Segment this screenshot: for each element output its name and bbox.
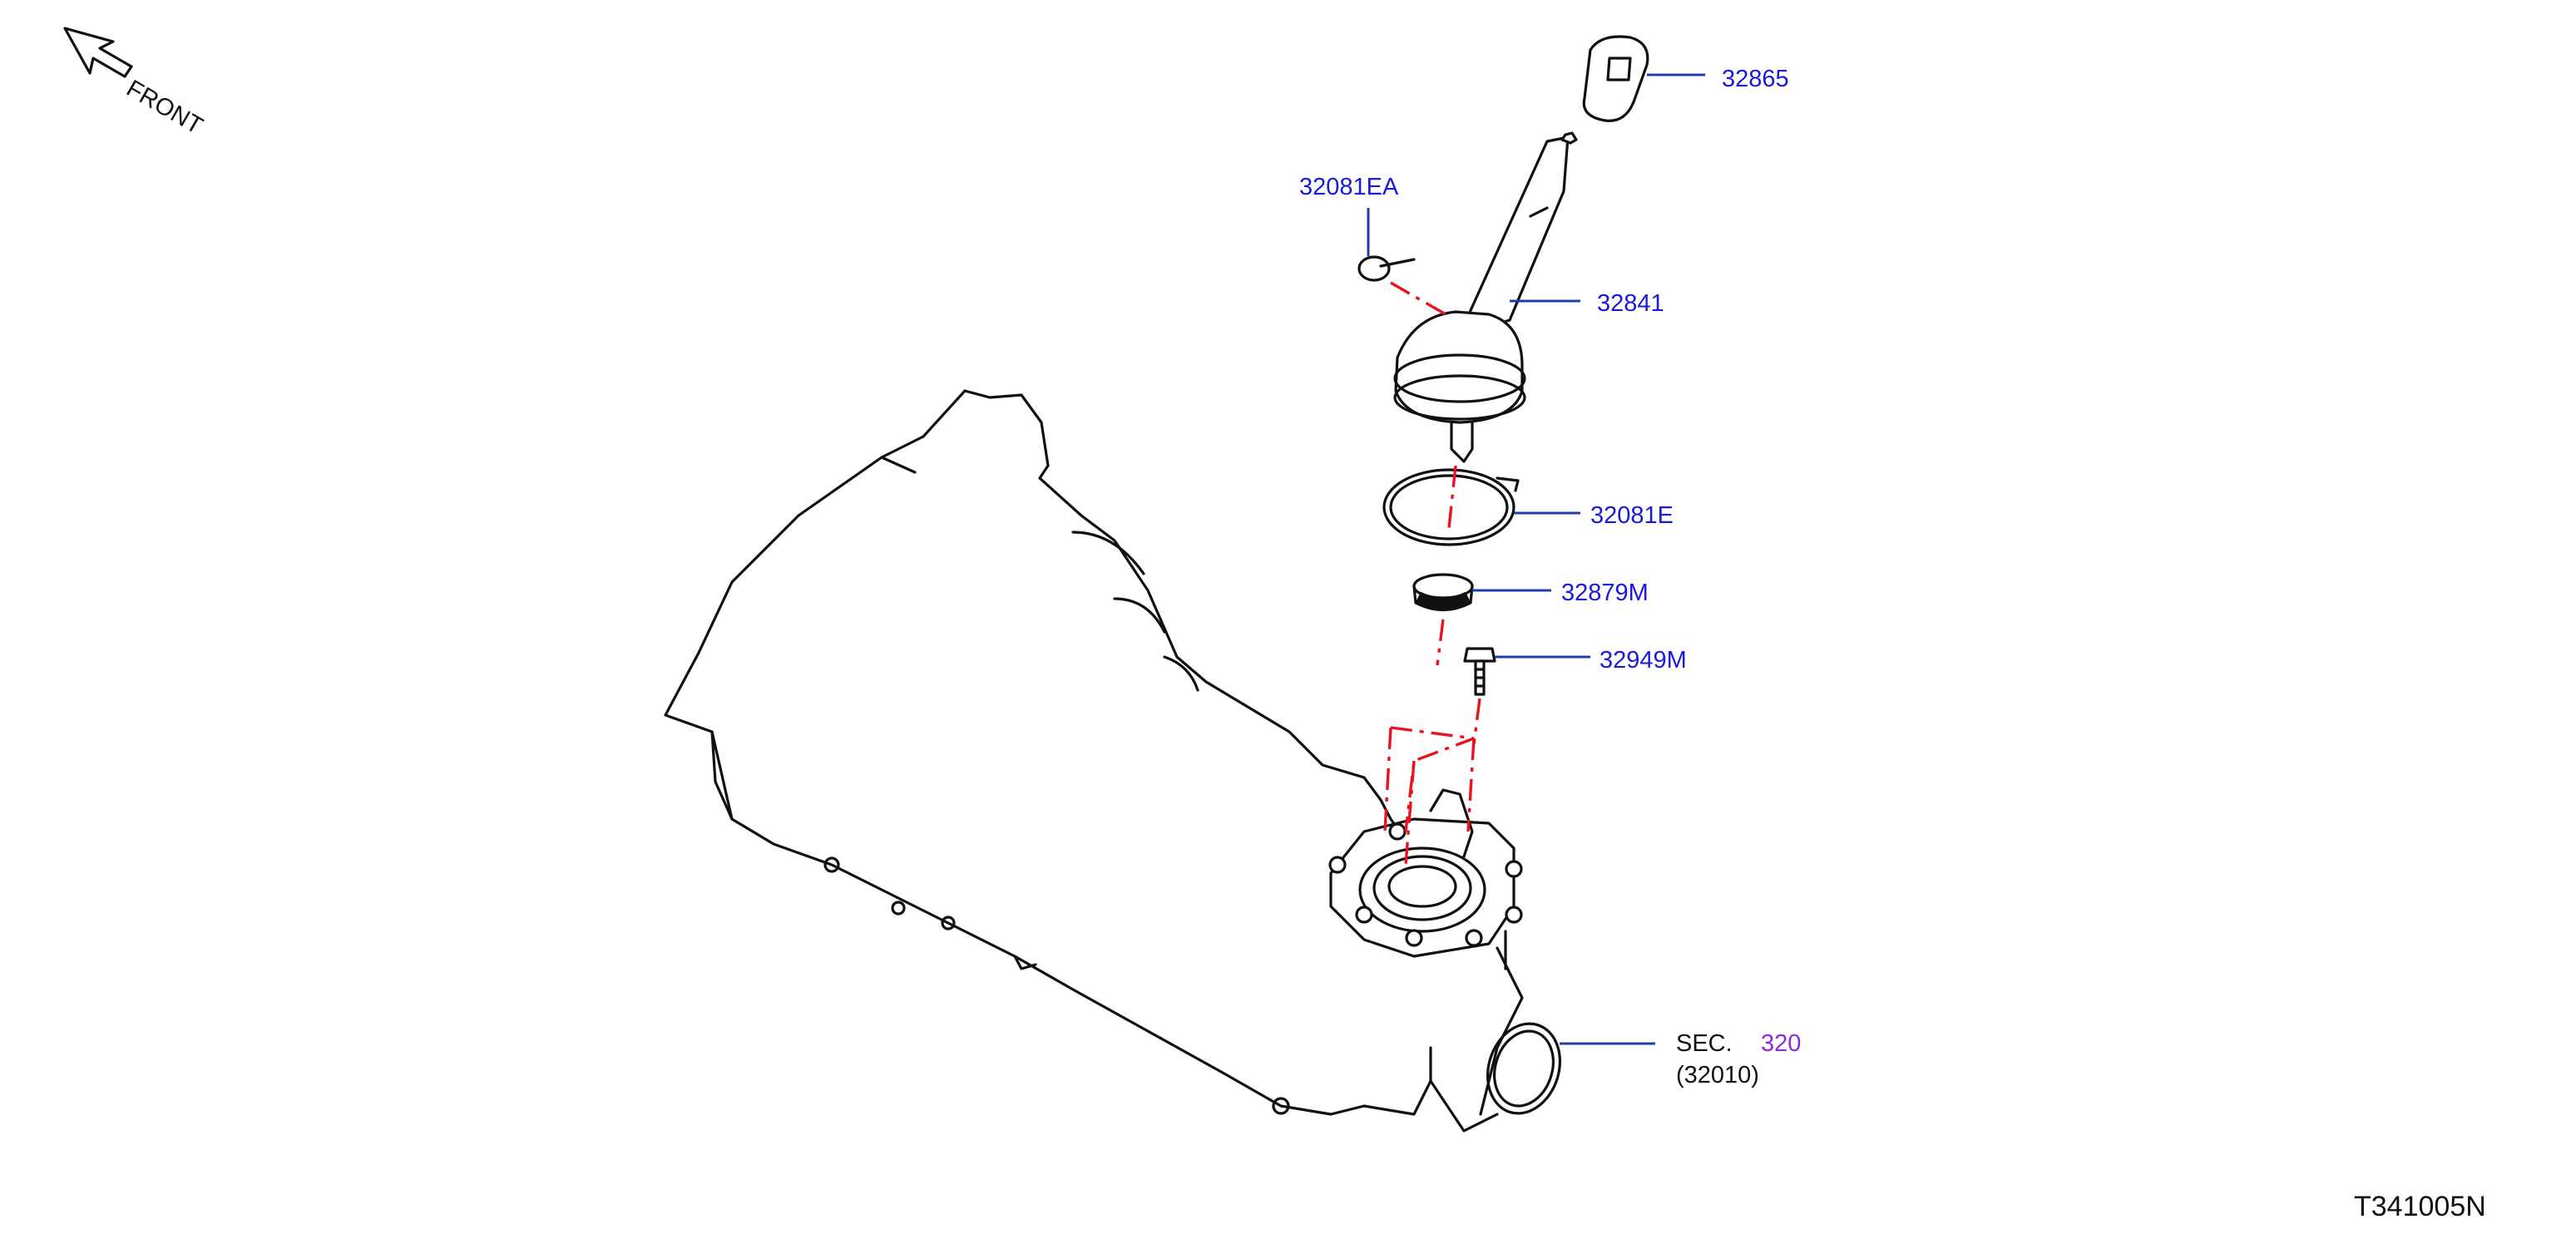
diagram-id: T341005N: [2354, 1191, 2486, 1222]
bushing-32879m: [1412, 573, 1474, 611]
shift-control-housing: [1328, 788, 1523, 970]
shift-lever: [1454, 131, 1578, 330]
callout-32949m: 32949M: [1599, 647, 1687, 674]
alignment-lines: [1383, 281, 1481, 866]
clip-32081ea: [1357, 255, 1416, 282]
section-sub: (32010): [1676, 1062, 1759, 1088]
callout-32879m: 32879M: [1561, 580, 1649, 606]
bolt-32949m: [1463, 647, 1496, 696]
callout-32865: 32865: [1722, 66, 1789, 92]
band-clamp-32081e: [1382, 468, 1520, 546]
shift-boot-assembly: [1393, 310, 1526, 463]
output-flange: [1479, 946, 1562, 1116]
callout-32081e: 32081E: [1590, 502, 1674, 529]
shift-knob: [1582, 35, 1649, 122]
transmission-case: [664, 389, 1499, 1133]
callout-32081ea: 32081EA: [1299, 174, 1399, 200]
front-arrow-icon: [63, 27, 133, 78]
section-number-link[interactable]: 320: [1761, 1030, 1801, 1057]
callout-32841: 32841: [1597, 290, 1664, 317]
section-prefix: SEC.: [1676, 1030, 1733, 1057]
front-label: FRONT: [122, 75, 208, 140]
